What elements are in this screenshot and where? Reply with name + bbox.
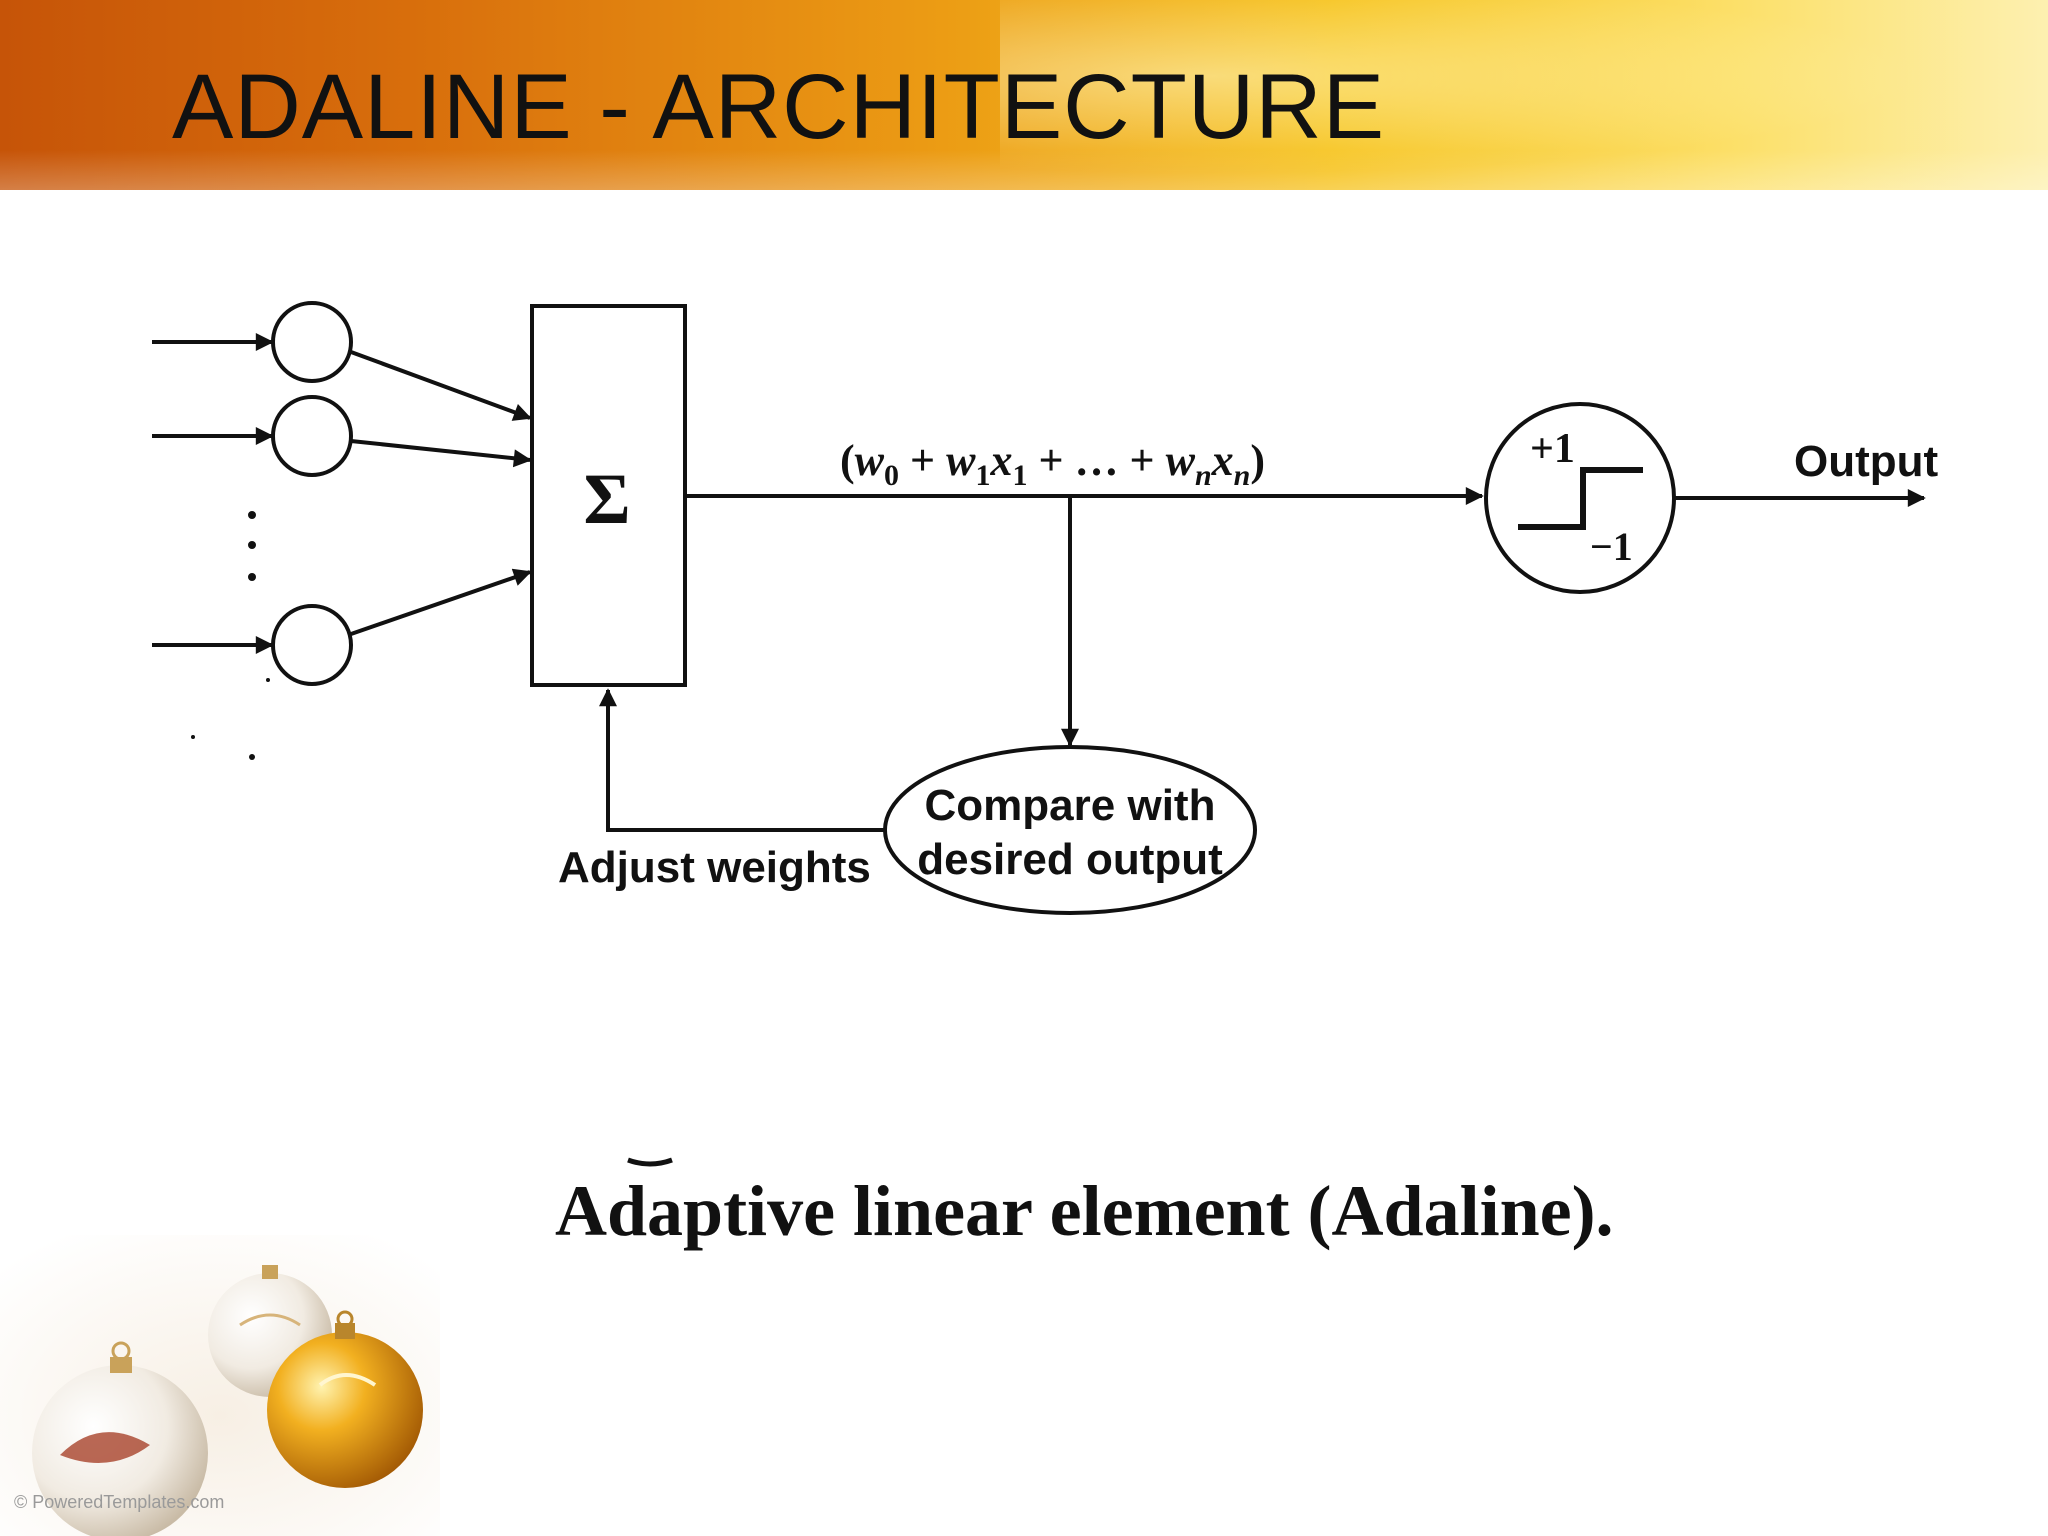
ornament-decoration (0, 1235, 440, 1536)
compare-text-line2: desired output (917, 835, 1223, 884)
weight-line-2 (350, 439, 532, 468)
summation-symbol: Σ (583, 459, 630, 539)
weight-line-1 (350, 350, 532, 421)
diagram-caption: Adaptive linear element (Adaline). (555, 1171, 1614, 1251)
banner-glow (1000, 0, 2048, 190)
copyright-text: © PoweredTemplates.com (14, 1492, 225, 1512)
adjust-weights-label: Adjust weights (558, 843, 871, 892)
input-node-2 (271, 395, 353, 477)
feedback-path (599, 688, 885, 832)
weight-line-n (350, 568, 532, 636)
input-node-n (271, 604, 353, 686)
input-ellipsis-dots (191, 511, 270, 760)
caption-artifact (627, 1157, 673, 1167)
weighted-sum-label: (w0 + w1x1 + … + wnxn) (840, 436, 1265, 492)
threshold-low-label: −1 (1590, 524, 1633, 569)
slide-title: ADALINE - ARCHITECTURE (172, 56, 1386, 158)
step-function-icon (1518, 467, 1643, 530)
threshold-high-label: +1 (1530, 426, 1575, 472)
compare-ellipse (883, 745, 1257, 915)
input-node-1 (271, 301, 353, 383)
compare-text-line1: Compare with (925, 781, 1216, 830)
banner-shade (0, 150, 2048, 190)
output-label: Output (1794, 437, 1939, 486)
